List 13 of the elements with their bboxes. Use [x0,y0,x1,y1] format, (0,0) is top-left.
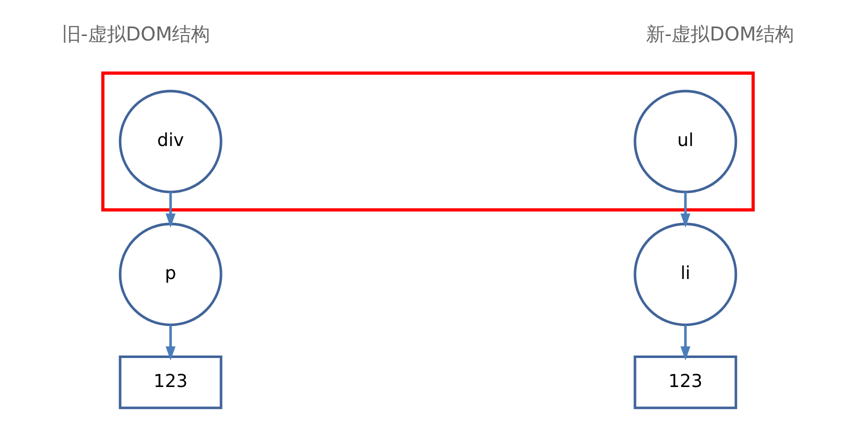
label: 新-虚拟DOM结构 [646,22,794,46]
arrow [166,192,176,228]
node-box: 123 [118,356,222,410]
node-circle: li [634,222,738,326]
arrow [680,192,690,228]
node-circle: ul [634,90,738,194]
node-circle: p [118,222,222,326]
arrow [680,325,690,360]
node-box: 123 [634,356,738,410]
node-circle: div [118,90,222,194]
cluster [101,72,755,212]
arrow [166,325,176,360]
label: 旧-虚拟DOM结构 [62,22,210,46]
